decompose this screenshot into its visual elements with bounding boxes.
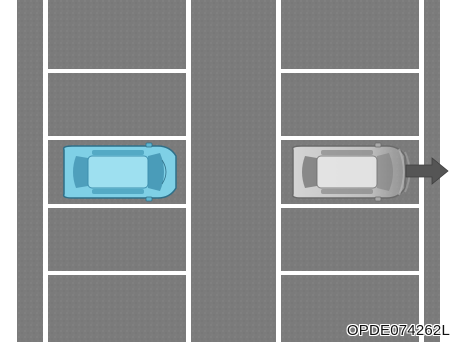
car-top-view-icon <box>64 143 176 201</box>
figure-code-label: OPDE074262L <box>347 323 450 338</box>
car-ghost-motion-icon <box>293 143 410 201</box>
